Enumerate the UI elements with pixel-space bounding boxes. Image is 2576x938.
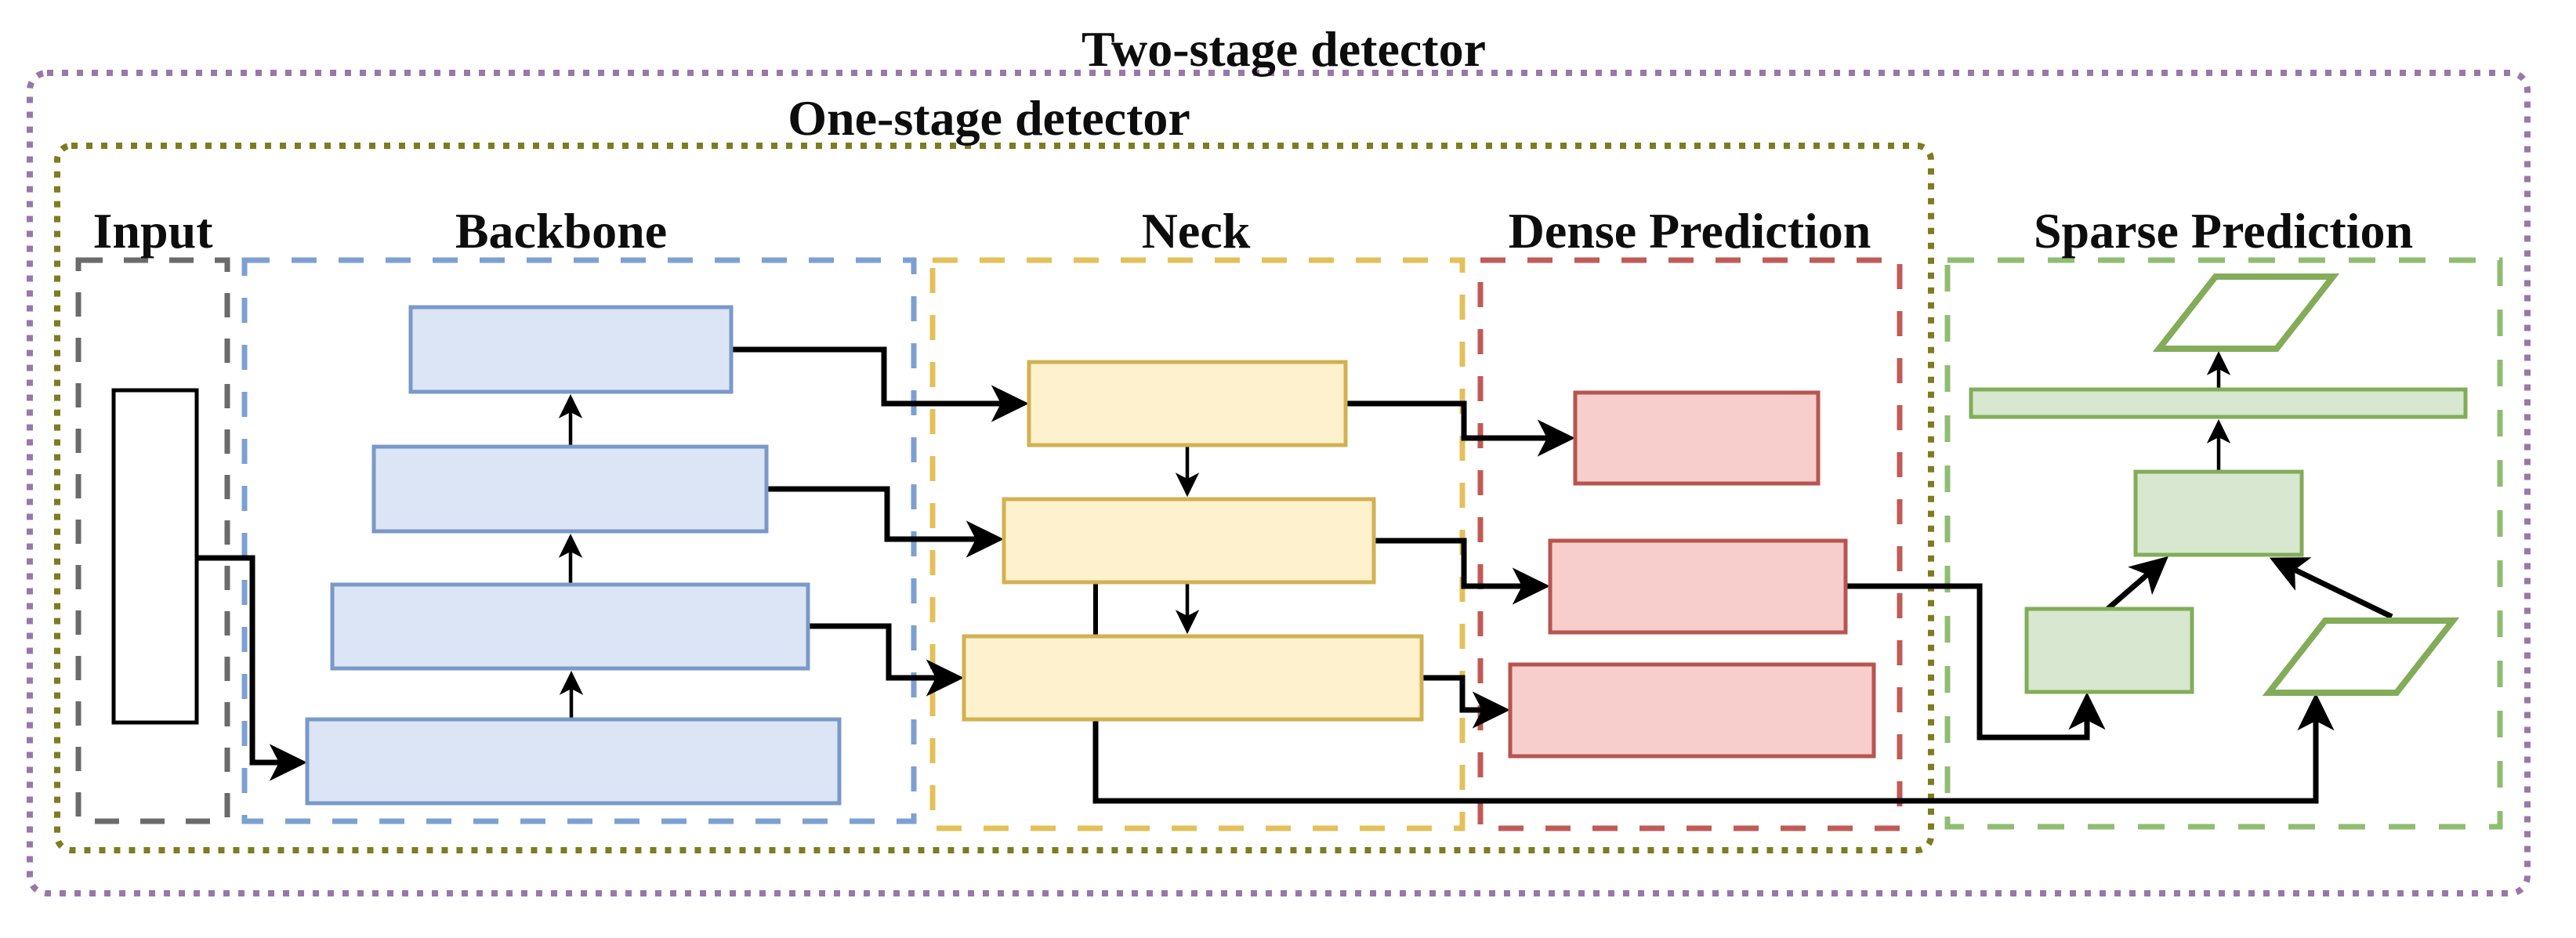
connector-backbone-3-to-neck-3 <box>808 623 964 697</box>
sparse-prediction-label: Sparse Prediction <box>2034 203 2413 259</box>
two-stage-detector-label: Two-stage detector <box>1081 21 1486 77</box>
input-image-box <box>111 388 199 725</box>
neck-block-2 <box>1002 497 1376 585</box>
connector-backbone-2-to-neck-2 <box>766 486 1004 558</box>
backbone-label: Backbone <box>455 203 667 259</box>
dense-head-2 <box>1548 538 1848 635</box>
input-label: Input <box>93 203 214 259</box>
connector-neck-3-to-sparse-parallelogram <box>1092 693 2335 804</box>
connector-neck-3-to-dense-head-3 <box>1422 675 1510 729</box>
backbone-block-1 <box>408 305 734 394</box>
connector-neck-1-to-dense-head-1 <box>1346 400 1575 457</box>
connector-backbone-top-to-neck-1 <box>731 346 1029 422</box>
backbone-block-3 <box>330 582 810 671</box>
neck-label: Neck <box>1142 203 1251 259</box>
connector-neck-2-to-dense-head-2 <box>1374 538 1550 605</box>
one-stage-detector-label: One-stage detector <box>788 90 1190 146</box>
dense-head-3 <box>1508 662 1876 759</box>
neck-block-1 <box>1027 360 1348 447</box>
connector-input-to-backbone <box>197 555 307 781</box>
arrow-sparse-left-block-to-center-block <box>2103 556 2168 614</box>
sparse-parallelogram-top <box>2152 273 2340 352</box>
input-section-frame <box>75 257 230 824</box>
backbone-block-2 <box>371 444 769 534</box>
dense-prediction-section-frame <box>1477 257 1903 831</box>
one-stage-detector-frame <box>54 143 1934 853</box>
sparse-center-block <box>2133 469 2304 557</box>
neck-block-3 <box>962 634 1424 722</box>
sparse-parallelogram-bottom <box>2262 617 2460 696</box>
backbone-block-4 <box>305 717 842 806</box>
dense-prediction-label: Dense Prediction <box>1509 203 1871 259</box>
arrow-sparse-parallelogram-to-center-block <box>2269 557 2393 620</box>
sparse-left-block <box>2024 607 2194 694</box>
sparse-prediction-section-frame <box>1944 257 2503 830</box>
sparse-bar <box>1969 387 2468 419</box>
connector-dense-head-2-to-sparse-block <box>1846 583 2106 741</box>
dense-head-1 <box>1573 390 1821 486</box>
